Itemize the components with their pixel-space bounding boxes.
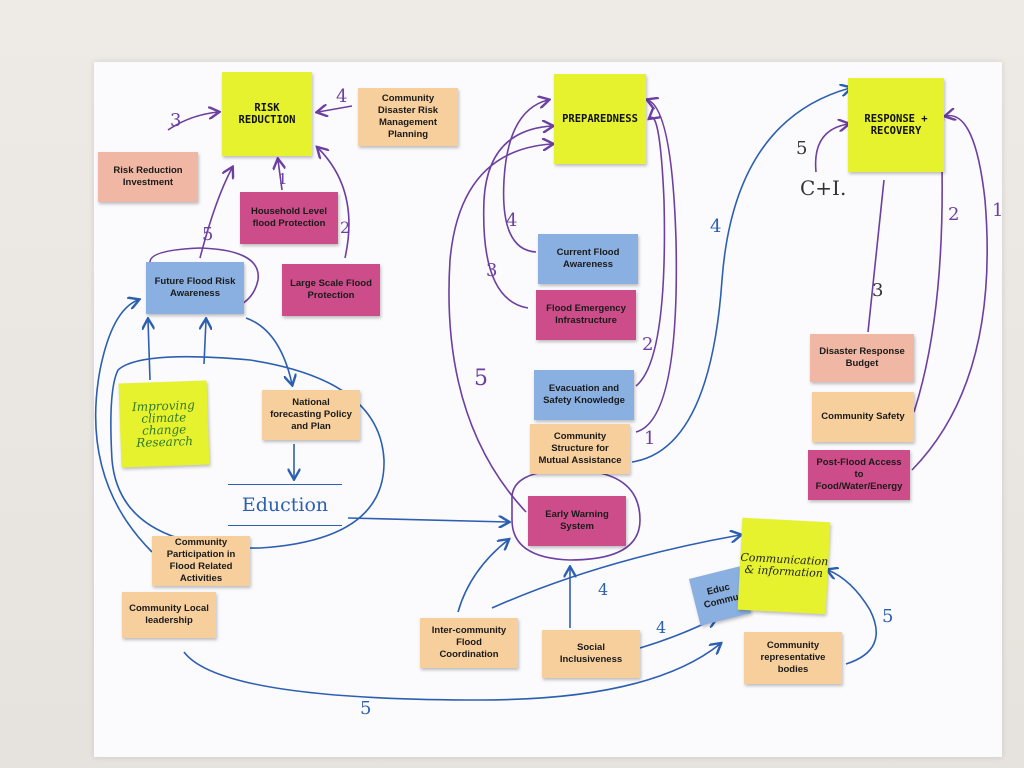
label-1-postflood: 1 [992,200,1004,221]
label-5-leadership: 5 [360,698,372,719]
note-community-representative-bodies: Community representative bodies [744,632,842,684]
note-community-participation: Community Participation in Flood Related… [152,536,250,586]
note-national-forecasting: National forecasting Policy and Plan [262,390,360,440]
note-current-flood-awareness: Current Flood Awareness [538,234,638,284]
label-2-safety: 2 [948,204,960,225]
note-early-warning-system: Early Warning System [528,496,626,546]
label-5-representative: 5 [882,606,894,627]
handwritten-education: Eduction [241,494,329,516]
label-4-social: 4 [656,618,667,637]
label-4-intercomm: 4 [598,580,609,599]
note-improving-climate-research: Improving climate change Research [118,380,210,468]
note-post-flood-access: Post-Flood Access to Food/Water/Energy [808,450,910,500]
note-future-flood-risk-awareness: Future Flood Risk Awareness [146,262,244,314]
label-4-mutual-to-resp: 4 [710,216,722,237]
hub-preparedness: PREPAREDNESS [554,74,646,164]
label-1-mutual: 1 [644,428,656,449]
label-5-ci: 5 [796,138,808,159]
hub-risk-reduction: RISK REDUCTION [222,72,312,156]
note-inter-community-coordination: Inter-community Flood Coordination [420,618,518,668]
note-community-safety: Community Safety [812,392,914,442]
note-flood-emergency-infrastructure: Flood Emergency Infrastructure [536,290,636,340]
note-household-flood-protection: Household Level flood Protection [240,192,338,244]
note-risk-reduction-investment: Risk Reduction Investment [98,152,198,202]
note-community-drm-planning: Community Disaster Risk Management Plann… [358,88,458,146]
label-5-future: 5 [202,224,214,245]
note-community-local-leadership: Community Local leadership [122,592,216,638]
handwritten-education-box: Eduction [228,484,342,526]
label-2-largescale: 2 [340,218,351,237]
label-5-ews: 5 [474,366,488,391]
note-social-inclusiveness: Social Inclusiveness [542,630,640,678]
note-disaster-response-budget: Disaster Response Budget [810,334,914,382]
handwritten-c-plus-i: C+I. [800,176,847,200]
note-evacuation-safety-knowledge: Evacuation and Safety Knowledge [534,370,634,420]
label-2-evacuation: 2 [642,334,654,355]
label-3-infrastructure: 3 [486,260,498,281]
label-1-household: 1 [278,170,288,188]
note-large-scale-flood-protection: Large Scale Flood Protection [282,264,380,316]
hub-response-recovery: RESPONSE + RECOVERY [848,78,944,172]
note-community-structure-mutual: Community Structure for Mutual Assistanc… [530,424,630,474]
hub-communication-information: Communication & information [737,517,831,615]
label-3-investment: 3 [170,110,182,131]
label-3-budget: 3 [872,280,884,301]
label-4-planning: 4 [336,86,348,107]
label-4-current: 4 [506,210,518,231]
